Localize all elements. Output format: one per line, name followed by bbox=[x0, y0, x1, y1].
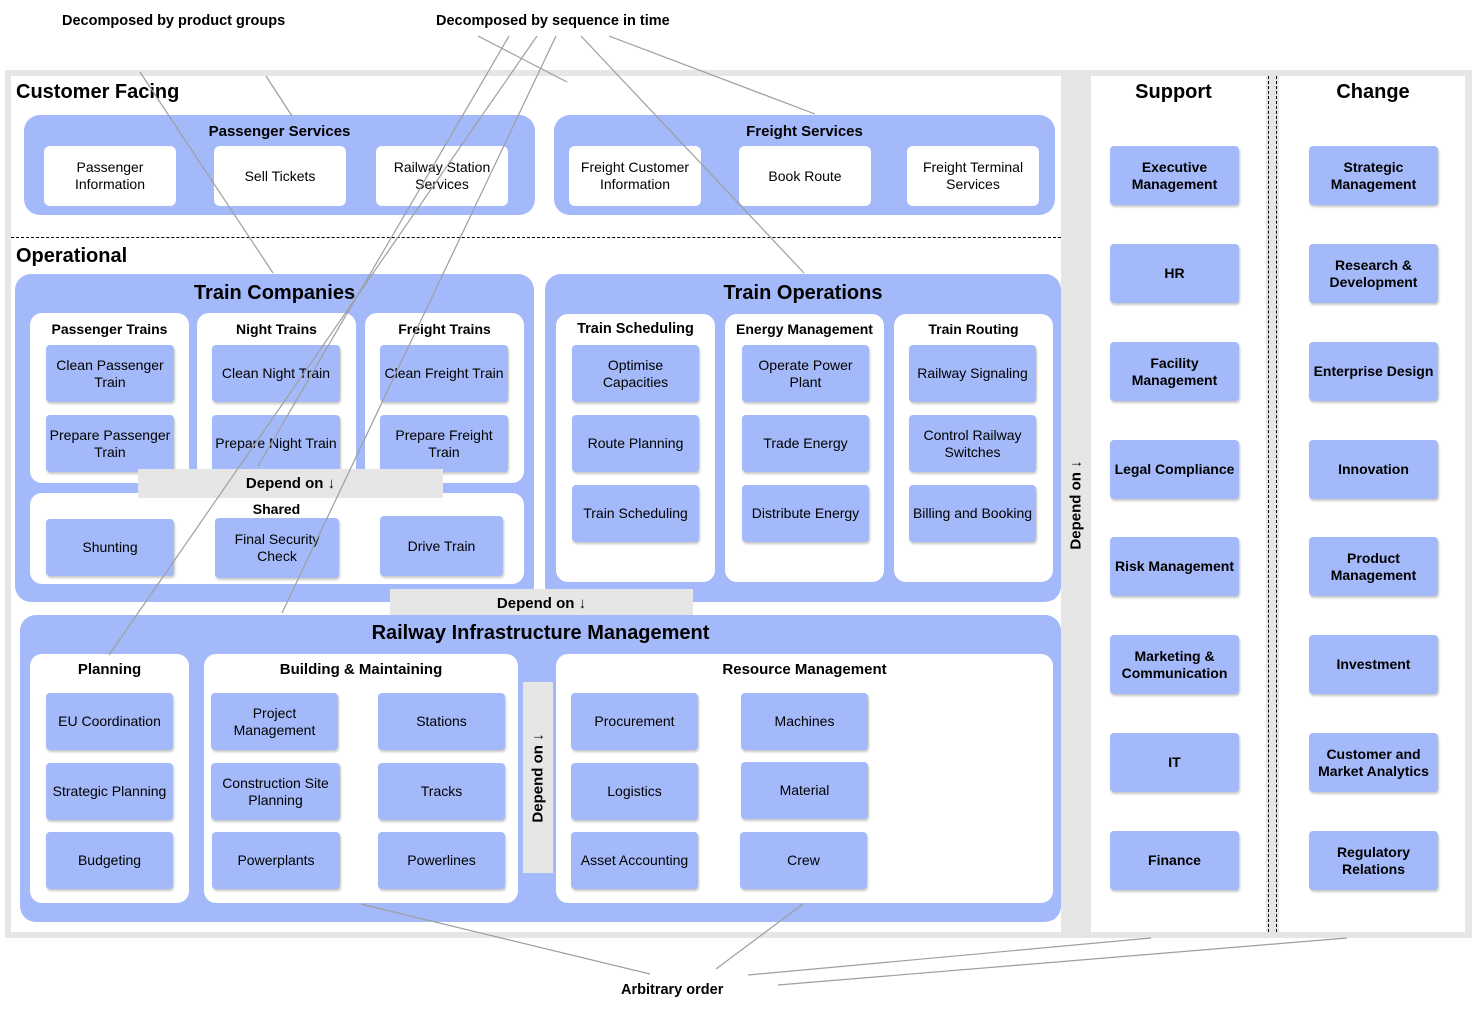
research-development: Research & Development bbox=[1309, 244, 1438, 303]
customer-facing-title: Customer Facing bbox=[16, 81, 180, 103]
enterprise-design: Enterprise Design bbox=[1309, 342, 1438, 401]
train-companies-title: Train Companies bbox=[193, 282, 356, 304]
budgeting: Budgeting bbox=[46, 832, 173, 889]
material: Material bbox=[741, 762, 868, 819]
annotation-arbitrary-order: Arbitrary order bbox=[621, 982, 724, 998]
asset-accounting: Asset Accounting bbox=[571, 832, 698, 889]
book-route: Book Route bbox=[739, 146, 871, 206]
energy-management-title: Energy Management bbox=[736, 321, 873, 337]
shared-title: Shared bbox=[252, 501, 301, 517]
billing-and-booking: Billing and Booking bbox=[909, 485, 1036, 542]
powerplants: Powerplants bbox=[212, 832, 340, 889]
freight-customer-information: Freight Customer Information bbox=[569, 146, 701, 206]
train-scheduling-title: Train Scheduling bbox=[577, 321, 694, 337]
trade-energy: Trade Energy bbox=[742, 415, 869, 472]
building-title: Building & Maintaining bbox=[279, 661, 443, 678]
resource-title: Resource Management bbox=[722, 661, 887, 678]
passenger-trains-title: Passenger Trains bbox=[51, 321, 168, 337]
side-depend-on: Depend on ↓ bbox=[1067, 460, 1085, 550]
passenger-information: Passenger Information bbox=[44, 146, 176, 206]
railway-station-services: Railway Station Services bbox=[376, 146, 508, 206]
operational-title: Operational bbox=[16, 245, 128, 267]
infrastructure-depend-on: Depend on ↓ bbox=[523, 682, 553, 873]
it: IT bbox=[1110, 733, 1239, 792]
prepare-passenger-train: Prepare Passenger Train bbox=[46, 415, 174, 472]
control-railway-switches: Control Railway Switches bbox=[909, 415, 1036, 472]
clean-night-train: Clean Night Train bbox=[212, 345, 340, 402]
logistics: Logistics bbox=[571, 763, 698, 820]
operational-depend-on: Depend on ↓ bbox=[390, 589, 693, 618]
distribute-energy: Distribute Energy bbox=[742, 485, 869, 542]
route-planning: Route Planning bbox=[572, 415, 699, 472]
train-routing-title: Train Routing bbox=[928, 321, 1019, 337]
innovation: Innovation bbox=[1309, 440, 1438, 499]
connector-arbitrary-to-support bbox=[747, 937, 1152, 976]
train-scheduling: Train Scheduling bbox=[572, 485, 699, 542]
freight-services-title: Freight Services bbox=[746, 123, 863, 140]
planning-title: Planning bbox=[77, 661, 142, 678]
legal-compliance: Legal Compliance bbox=[1110, 440, 1239, 499]
powerlines: Powerlines bbox=[378, 832, 505, 889]
train-companies-depend-on: Depend on ↓ bbox=[138, 469, 443, 498]
railway-signaling: Railway Signaling bbox=[909, 345, 1036, 402]
stations: Stations bbox=[378, 693, 505, 750]
risk-management: Risk Management bbox=[1110, 537, 1239, 596]
layer-divider bbox=[11, 237, 1061, 238]
shunting: Shunting bbox=[46, 519, 174, 576]
support-title: Support bbox=[1135, 81, 1212, 103]
tracks: Tracks bbox=[378, 763, 505, 820]
optimise-capacities: Optimise Capacities bbox=[572, 345, 699, 402]
strategic-planning: Strategic Planning bbox=[46, 763, 173, 820]
prepare-night-train: Prepare Night Train bbox=[212, 415, 340, 472]
clean-freight-train: Clean Freight Train bbox=[380, 345, 508, 402]
machines: Machines bbox=[741, 693, 868, 750]
facility-management: Facility Management bbox=[1110, 342, 1239, 401]
project-management: Project Management bbox=[211, 693, 338, 750]
regulatory-relations: Regulatory Relations bbox=[1309, 831, 1438, 890]
drive-train: Drive Train bbox=[380, 516, 503, 576]
hr: HR bbox=[1110, 244, 1239, 303]
prepare-freight-train: Prepare Freight Train bbox=[380, 415, 508, 472]
sell-tickets: Sell Tickets bbox=[214, 146, 346, 206]
passenger-services-title: Passenger Services bbox=[208, 123, 351, 140]
annotation-product-groups: Decomposed by product groups bbox=[62, 13, 286, 29]
train-operations-title: Train Operations bbox=[723, 282, 883, 304]
investment: Investment bbox=[1309, 635, 1438, 694]
freight-trains-title: Freight Trains bbox=[398, 321, 491, 337]
freight-terminal-services: Freight Terminal Services bbox=[907, 146, 1039, 206]
eu-coordination: EU Coordination bbox=[46, 693, 173, 750]
procurement: Procurement bbox=[571, 693, 698, 750]
support-change-divider bbox=[1268, 76, 1277, 932]
operate-power-plant: Operate Power Plant bbox=[742, 345, 869, 402]
strategic-management: Strategic Management bbox=[1309, 146, 1438, 205]
executive-management: Executive Management bbox=[1110, 146, 1239, 205]
clean-passenger-train: Clean Passenger Train bbox=[46, 345, 174, 402]
customer-market-analytics: Customer and Market Analytics bbox=[1309, 733, 1438, 792]
marketing-communication: Marketing & Communication bbox=[1110, 635, 1239, 694]
change-title: Change bbox=[1336, 81, 1410, 103]
infrastructure-title: Railway Infrastructure Management bbox=[371, 622, 710, 644]
crew: Crew bbox=[740, 832, 867, 889]
product-management: Product Management bbox=[1309, 537, 1438, 596]
construction-site-planning: Construction Site Planning bbox=[211, 763, 340, 820]
final-security-check: Final Security Check bbox=[215, 518, 339, 578]
finance: Finance bbox=[1110, 831, 1239, 890]
annotation-sequence-in-time: Decomposed by sequence in time bbox=[436, 13, 670, 29]
connector-arbitrary-to-change bbox=[777, 937, 1348, 986]
night-trains-title: Night Trains bbox=[236, 321, 317, 337]
